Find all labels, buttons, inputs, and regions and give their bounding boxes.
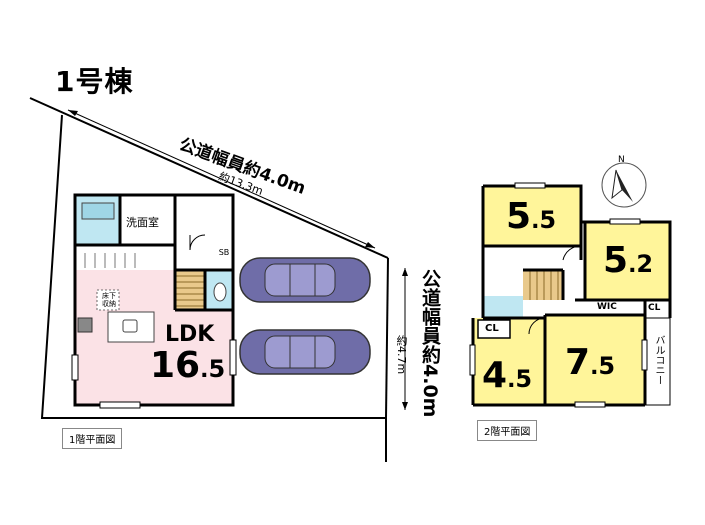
toilet-floor2 [483, 296, 523, 318]
car-bottom [239, 329, 371, 375]
underfloor-storage [96, 289, 120, 311]
site-boundary-top [29, 97, 389, 259]
road-width-vertical: 公道幅員約4.0m [419, 268, 441, 418]
closet-right [645, 300, 670, 318]
wic-label: WIC [597, 302, 617, 312]
closet-left-label: CL [485, 323, 499, 334]
closet-right-label: CL [648, 303, 661, 313]
ldk-size: 16.5 [150, 345, 226, 386]
compass-north-label: N [618, 155, 625, 165]
room-7-5 [545, 315, 645, 405]
washroom-label: 洗面室 [126, 216, 159, 229]
stair-landing [483, 246, 523, 296]
wic [575, 300, 645, 315]
kitchen-sink [122, 319, 138, 333]
room-5-5-size: 5.5 [506, 196, 557, 237]
frontage-length-vertical: 約4.7m [395, 335, 408, 375]
ldk-area-right [175, 310, 233, 405]
ldk-label: LDK [165, 322, 215, 347]
kitchen-stove [77, 317, 93, 333]
room-5-5 [483, 186, 581, 246]
floor2-label: 2階平面図 [477, 420, 538, 441]
room-5-2-size: 5.2 [603, 240, 654, 281]
stairs-floor2 [523, 270, 563, 300]
stairs-floor1 [175, 270, 205, 310]
room-4-5-size: 4.5 [482, 355, 533, 396]
bathtub [81, 202, 115, 220]
closet-left [477, 319, 511, 339]
dimension-line-horizontal [67, 109, 376, 249]
washroom [120, 195, 175, 240]
toilet-fixture [213, 282, 227, 302]
underfloor-storage-label: 床下収納 [102, 292, 116, 308]
shoebox-label: SB [218, 248, 230, 257]
floor1-label: 1階平面図 [62, 428, 123, 449]
room-5-2 [585, 222, 670, 300]
building-title: 1号棟 [55, 65, 134, 98]
balcony [645, 318, 670, 405]
balcony-label: バルコニー [653, 335, 664, 385]
car-top [239, 257, 371, 303]
compass-icon [601, 162, 647, 208]
entrance [175, 195, 230, 250]
site-boundary-right [385, 257, 389, 419]
site-boundary [40, 114, 387, 462]
room-7-5-size: 7.5 [565, 342, 616, 383]
